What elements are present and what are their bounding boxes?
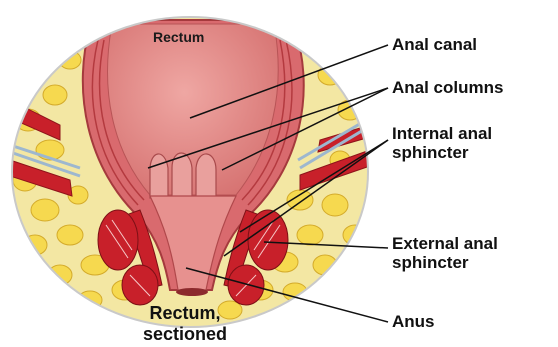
anus-opening bbox=[176, 288, 208, 296]
label-anus-text: Anus bbox=[392, 312, 435, 331]
label-internal-sphincter: Internal anal sphincter bbox=[392, 124, 492, 162]
figure-caption: Rectum, sectioned bbox=[95, 303, 275, 345]
anal-columns-shape bbox=[150, 153, 216, 200]
label-external-sphincter-line1: External anal bbox=[392, 234, 498, 253]
label-anal-canal-text: Anal canal bbox=[392, 35, 477, 54]
label-external-sphincter-line2: sphincter bbox=[392, 253, 498, 272]
rectum-inner-label: Rectum bbox=[153, 29, 204, 45]
label-anal-columns: Anal columns bbox=[392, 78, 503, 97]
label-anal-canal: Anal canal bbox=[392, 35, 477, 54]
label-internal-sphincter-line1: Internal anal bbox=[392, 124, 492, 143]
caption-line2: sectioned bbox=[95, 324, 275, 345]
caption-line1: Rectum, bbox=[95, 303, 275, 324]
label-external-sphincter: External anal sphincter bbox=[392, 234, 498, 272]
label-anus: Anus bbox=[392, 312, 435, 331]
rectal-lumen bbox=[108, 24, 279, 195]
cross-section-oval bbox=[0, 0, 380, 347]
label-anal-columns-text: Anal columns bbox=[392, 78, 503, 97]
label-internal-sphincter-line2: sphincter bbox=[392, 143, 492, 162]
